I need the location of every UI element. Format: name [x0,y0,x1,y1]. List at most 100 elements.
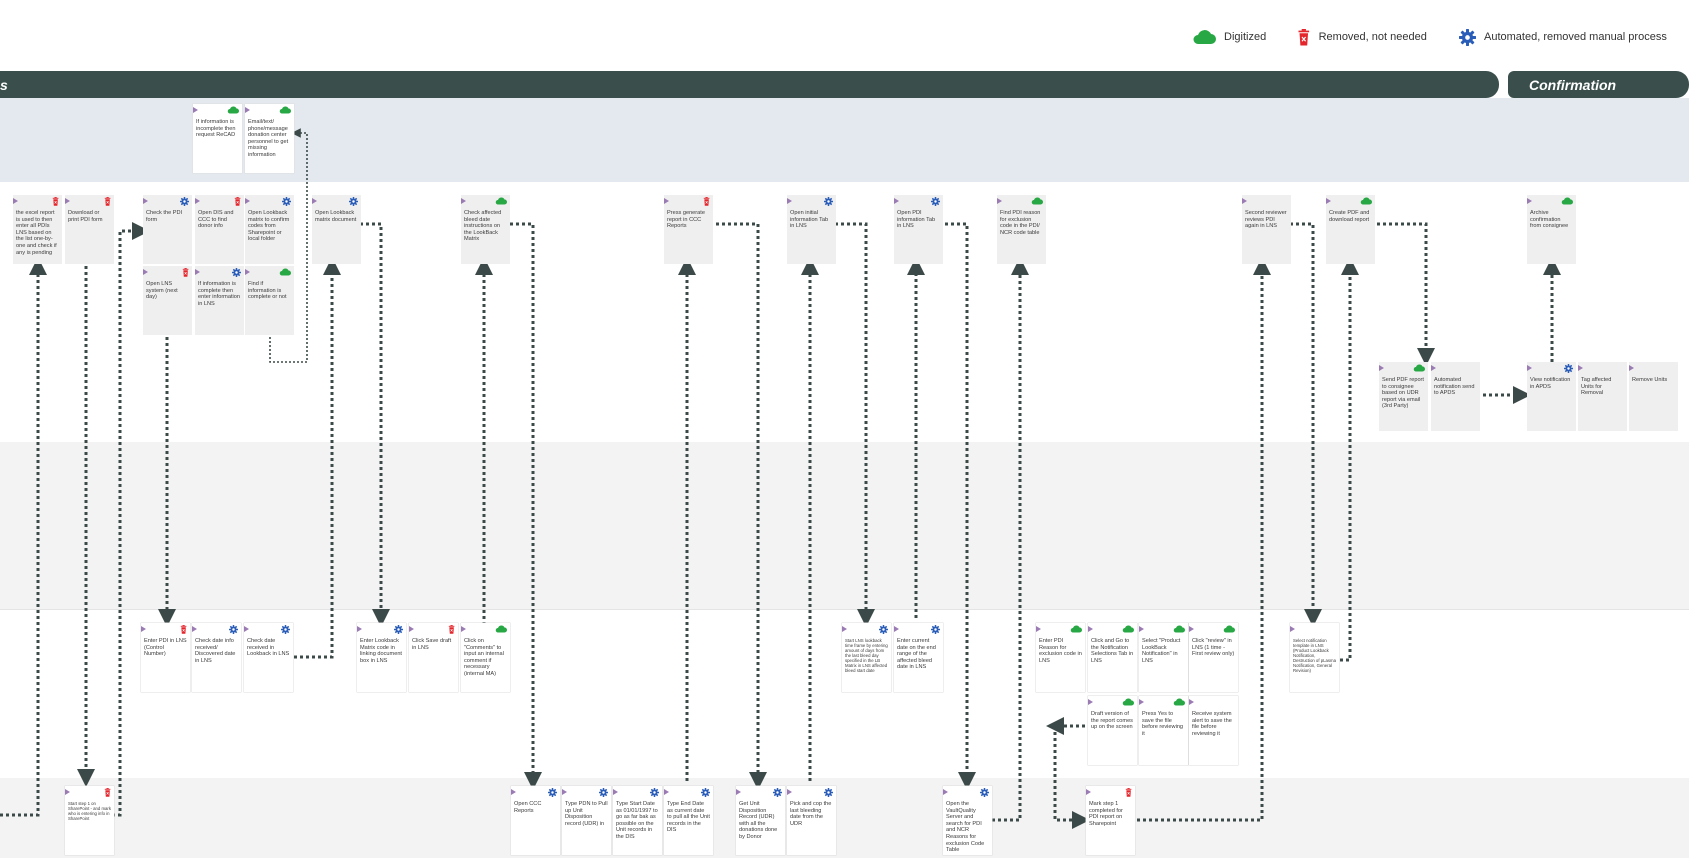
process-card[interactable]: Download or print PDI form [65,195,114,264]
process-card[interactable]: Type End Date as current date to pull al… [664,786,713,855]
legend-digitized-label: Digitized [1224,31,1267,43]
gear-icon [1564,364,1573,376]
process-card[interactable]: Press generate report in CCC Reports [664,195,713,264]
process-card[interactable]: Check date received in Lookback in LNS [244,623,293,692]
process-card[interactable]: Click "review" in LNS (1 time - First re… [1189,623,1238,692]
flow-marker-icon [1189,699,1194,705]
process-card[interactable]: Find PDI reason for exclusion code in th… [997,195,1046,264]
process-card[interactable]: Open DIS and CCC to find donor info [195,195,244,264]
process-card[interactable]: Enter PDI Reason for exclusion code in L… [1036,623,1085,692]
gear-icon [773,788,782,800]
card-text: Press generate report in CCC Reports [667,210,705,230]
process-card[interactable]: View notification in APDS [1527,362,1576,431]
process-card[interactable]: Type PDN to Pull up Unit Disposition rec… [562,786,611,855]
process-card[interactable]: Open Lookback matrix document [312,195,361,264]
lane-3 [0,442,1689,610]
flow-marker-icon [1242,198,1247,204]
gear-icon [180,197,189,209]
process-card[interactable]: Open CCC Reports [511,786,560,855]
card-text: the excel report is used to then enter a… [16,210,57,256]
trash-icon [703,197,710,209]
card-text: Click and Go to the Notification Selecti… [1091,638,1134,664]
process-card[interactable]: Enter Lookback Matrix code in linking do… [357,623,406,692]
card-text: Click Save draft in LNS [412,638,452,651]
flow-marker-icon [65,198,70,204]
process-card[interactable]: Select "Product LookBack Notification" i… [1139,623,1188,692]
flow-marker-icon [193,107,198,113]
process-card[interactable]: Click on "Comments" to input an internal… [461,623,510,692]
trash-icon [104,788,111,798]
cloud-icon [1223,625,1235,636]
cloud-icon [1561,197,1573,208]
card-text: Start LNS lookback time frame by enterin… [845,638,888,674]
process-card[interactable]: Click and Go to the Notification Selecti… [1088,623,1137,692]
process-card[interactable]: Create PDF and download report [1326,195,1375,264]
process-card[interactable]: Click Save draft in LNS [409,623,458,692]
process-card[interactable]: Pick and cop the last bleeding date from… [787,786,836,855]
process-card[interactable]: the excel report is used to then enter a… [13,195,62,264]
gear-icon [824,197,833,209]
process-card[interactable]: Enter PDI in LNS (Control Number) [141,623,190,692]
process-card[interactable]: Receive system alert to save the file be… [1189,696,1238,765]
flow-marker-icon [613,789,618,795]
process-card[interactable]: Email/text/ phone/message donation cente… [245,104,294,173]
cloud-icon [1173,625,1185,636]
card-text: Download or print PDI form [68,210,103,223]
process-card[interactable]: Type Start Date as 01/01/1997 to go as f… [613,786,662,855]
card-text: Pick and cop the last bleeding date from… [790,801,832,827]
flow-marker-icon [192,626,197,632]
process-card[interactable]: Get Unit Disposition Record (UDR) with a… [736,786,785,855]
process-card[interactable]: Send PDF report to consignee based on UD… [1379,362,1428,431]
card-text: Open DIS and CCC to find donor info [198,210,234,230]
process-card[interactable]: Start step 1 on SharePoint - and mark wh… [65,786,114,855]
process-card[interactable]: If information is complete then enter in… [195,266,244,335]
process-card[interactable]: Press Yes to save the file before review… [1139,696,1188,765]
flow-marker-icon [141,626,146,632]
trash-icon [448,625,455,637]
cloud-icon [1192,29,1216,45]
card-text: Second reviewer reviews PDI again in LNS [1245,210,1287,230]
process-card[interactable]: Check affected bleed date instructions o… [461,195,510,264]
flow-marker-icon [143,198,148,204]
process-card[interactable]: Remove Units [1629,362,1678,431]
process-card[interactable]: Select notification template in LNS (Pro… [1290,623,1339,692]
process-card[interactable]: Check date info received/ Discovered dat… [192,623,241,692]
process-card[interactable]: If information is incomplete then reques… [193,104,242,173]
process-card[interactable]: Open the VaultQuality Server and search … [943,786,992,855]
legend-automated-label: Automated, removed manual process [1484,31,1667,43]
card-text: Archive confirmation from consignee [1530,210,1569,230]
flow-marker-icon [409,626,414,632]
flow-marker-icon [511,789,516,795]
flow-marker-icon [1527,198,1532,204]
process-card[interactable]: Mark step 1 completed for PDI report on … [1086,786,1135,855]
flow-marker-icon [245,107,250,113]
process-card[interactable]: Open PDI information Tab in LNS [894,195,943,264]
flow-marker-icon [787,198,792,204]
cloud-icon [495,625,507,636]
card-text: Enter Lookback Matrix code in linking do… [360,638,402,664]
card-text: Enter PDI Reason for exclusion code in L… [1039,638,1082,664]
process-card[interactable]: Find if information is complete or not [245,266,294,335]
flow-marker-icon [1036,626,1041,632]
gear-icon [879,625,888,635]
process-card[interactable]: Second reviewer reviews PDI again in LNS [1242,195,1291,264]
legend-digitized: Digitized [1192,26,1266,48]
process-card[interactable]: Draft version of the report comes up on … [1088,696,1137,765]
process-card[interactable]: Tag affected Units for Removal [1578,362,1627,431]
flow-marker-icon [312,198,317,204]
process-card[interactable]: Open LNS system (next day) [143,266,192,335]
process-card[interactable]: Open Lookback matrix to confirm codes fr… [245,195,294,264]
flow-marker-icon [562,789,567,795]
process-card[interactable]: Start LNS lookback time frame by enterin… [842,623,891,692]
process-card[interactable]: Automated notification send to APDS [1431,362,1480,431]
process-card[interactable]: Check the PDI form [143,195,192,264]
card-text: Tag affected Units for Removal [1581,377,1612,397]
process-card[interactable]: Archive confirmation from consignee [1527,195,1576,264]
lane-5 [0,778,1689,858]
flow-marker-icon [1527,365,1532,371]
process-card[interactable]: Enter current date on the end range of t… [894,623,943,692]
gear-icon [548,788,557,800]
process-card[interactable]: Open initial information Tab in LNS [787,195,836,264]
gear-icon [701,788,710,800]
